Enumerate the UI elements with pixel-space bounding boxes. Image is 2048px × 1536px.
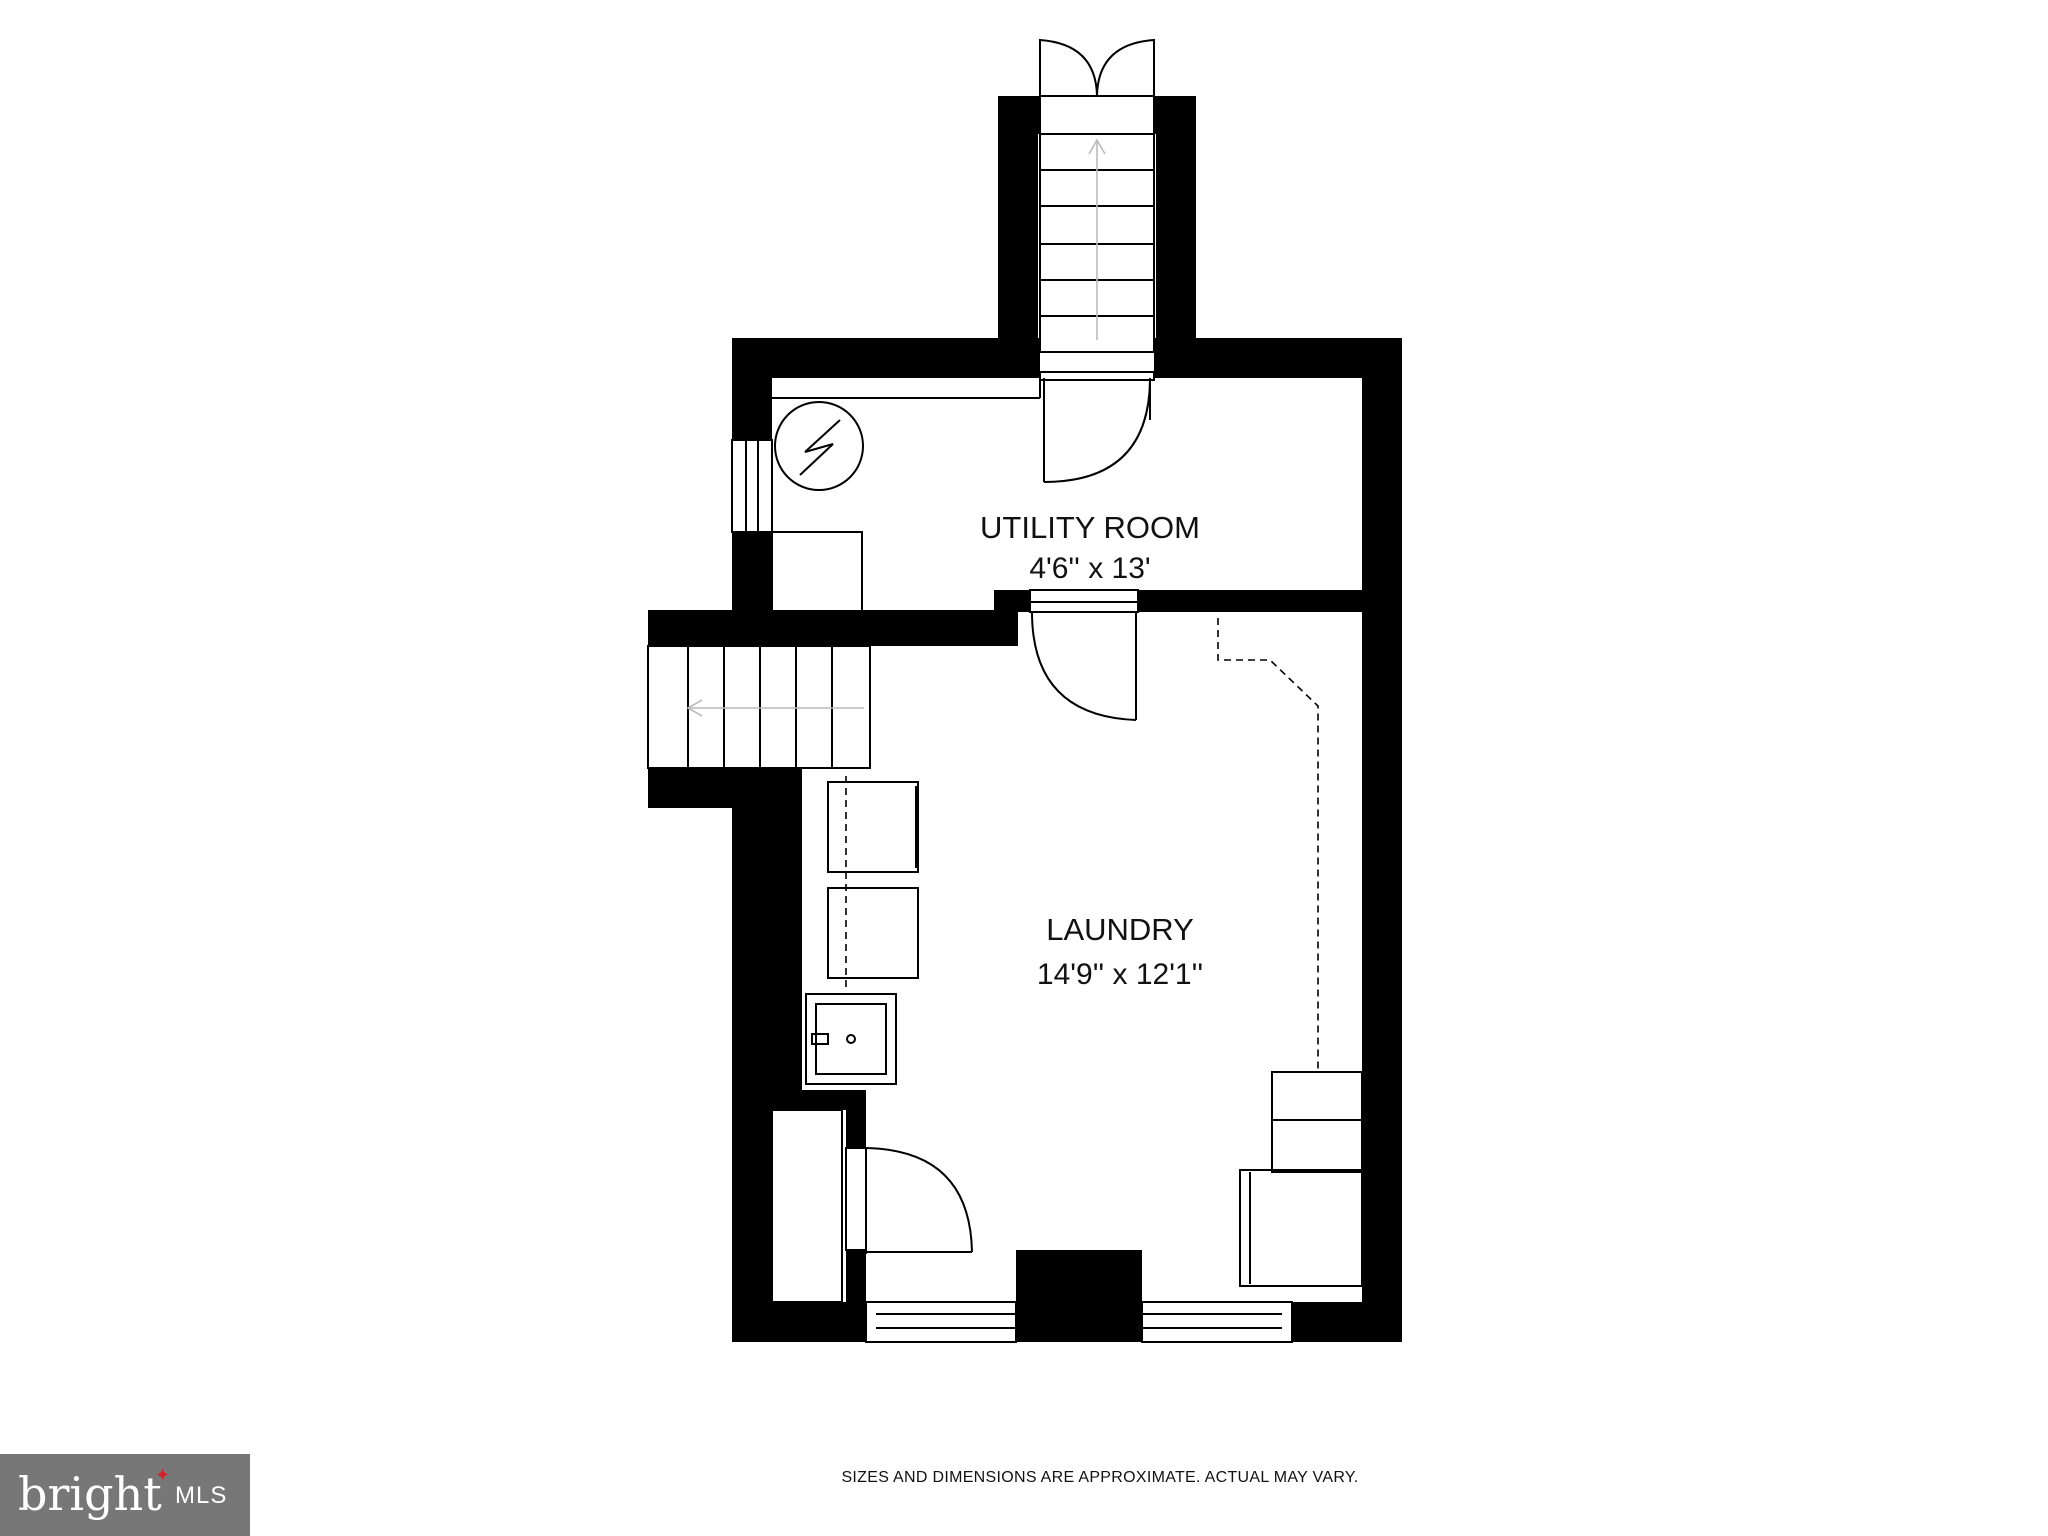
- utility-door: [1043, 377, 1151, 483]
- right-cabinets: [1239, 1071, 1363, 1287]
- bottom-door: [845, 1147, 973, 1254]
- laundry-door: [1029, 589, 1139, 721]
- dryer: [827, 887, 919, 979]
- utility-appliance: [771, 531, 863, 623]
- disclaimer: SIZES AND DIMENSIONS ARE APPROXIMATE. AC…: [841, 1469, 1358, 1486]
- bottom-window-left: [865, 1301, 1017, 1343]
- utility-window: [731, 439, 773, 533]
- lower-stairs: [647, 645, 871, 769]
- logo-brand: bright: [18, 1467, 162, 1521]
- logo-star-icon: ✦: [155, 1465, 171, 1486]
- water-heater-icon: [774, 401, 864, 491]
- bright-mls-logo: bright ✦ MLS: [0, 1454, 250, 1536]
- utility-room-dims: 4'6'' x 13': [1029, 552, 1150, 585]
- laundry-dims: 14'9'' x 12'1'': [1037, 958, 1203, 991]
- upper-stairs: [1039, 133, 1155, 353]
- washer: [827, 781, 919, 873]
- sink-icon: [805, 993, 897, 1085]
- bottom-window-right: [1141, 1301, 1293, 1343]
- utility-room-name: UTILITY ROOM: [980, 510, 1200, 545]
- laundry-name: LAUNDRY: [1046, 912, 1194, 947]
- soffit-line: [1217, 618, 1319, 1070]
- lower-stair-walls: [648, 610, 802, 808]
- stair-corridor-walls: [998, 96, 1196, 339]
- utility-room-walls: [648, 338, 1402, 646]
- closet: [771, 1109, 843, 1303]
- logo-suffix: MLS: [175, 1482, 228, 1509]
